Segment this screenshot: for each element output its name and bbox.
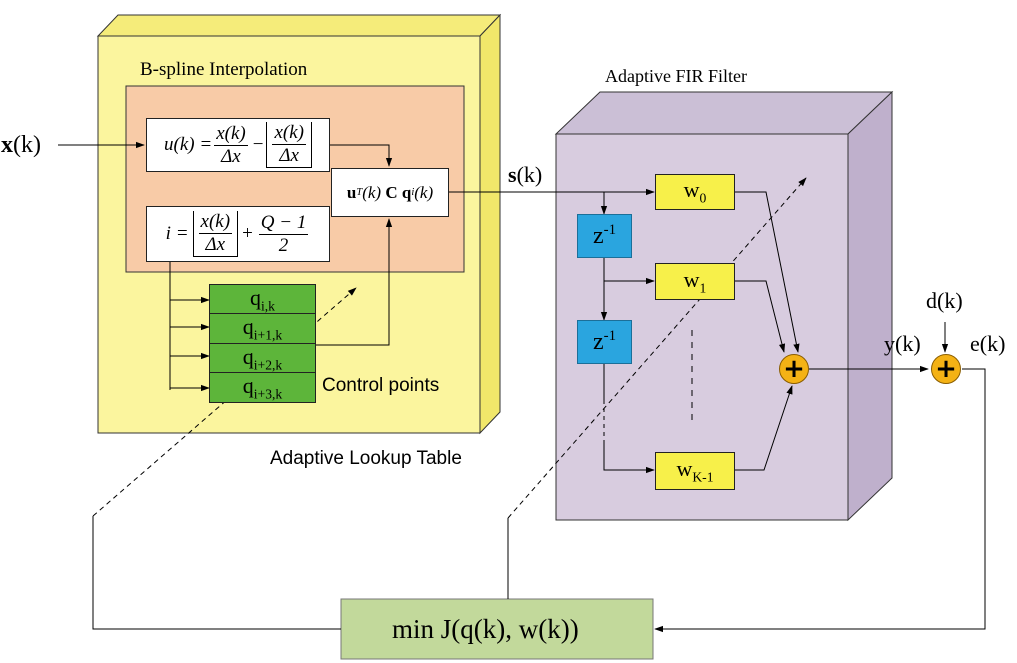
lookup-title: Adaptive Lookup Table (270, 448, 462, 469)
output-summer: + (779, 354, 809, 384)
bspline-title: B-spline Interpolation (140, 59, 308, 80)
s-signal-label: s(k) (508, 162, 543, 187)
lookup-table-top (96, 14, 502, 37)
d-signal-label: d(k) (926, 288, 963, 313)
fir-filter-side (847, 90, 893, 522)
weight-tap: w1 (655, 263, 735, 300)
delay-element: z-1 (577, 214, 632, 258)
arrow-w0-to-sum (735, 191, 800, 353)
weight-tap: w0 (655, 174, 735, 210)
delay-element: z-1 (577, 320, 632, 364)
y-signal-label: y(k) (884, 331, 921, 356)
arrow-w1-to-sum (735, 280, 786, 353)
arrow-u-to-output (330, 144, 393, 167)
e-signal-label: e(k) (970, 331, 1006, 356)
line-objective-left (92, 516, 341, 630)
error-summer: + (931, 354, 961, 384)
arrow-q-to-output (316, 218, 393, 346)
input-label: x(k) (1, 132, 41, 158)
control-points-label: Control points (322, 375, 440, 396)
fir-filter-top (554, 91, 894, 135)
objective-label: min J(q(k), w(k)) (392, 614, 579, 644)
arrow-error-feedback (654, 368, 986, 633)
control-point-cell: qi,k (209, 284, 316, 315)
arrow-adapt-fir (507, 177, 807, 519)
control-point-cell: qi+1,k (209, 313, 316, 344)
fir-title: Adaptive FIR Filter (605, 66, 747, 86)
control-point-cell: qi+3,k (209, 372, 316, 403)
weight-tap: wK-1 (655, 452, 735, 490)
arrow-to-wk (603, 440, 655, 474)
control-point-cell: qi+2,k (209, 343, 316, 374)
u-formula-box: u(k) = x(k)Δx − x(k)Δx (146, 118, 330, 172)
arrow-wk-to-sum (735, 385, 793, 471)
objective-box (340, 598, 654, 660)
lookup-table-side (479, 13, 501, 435)
